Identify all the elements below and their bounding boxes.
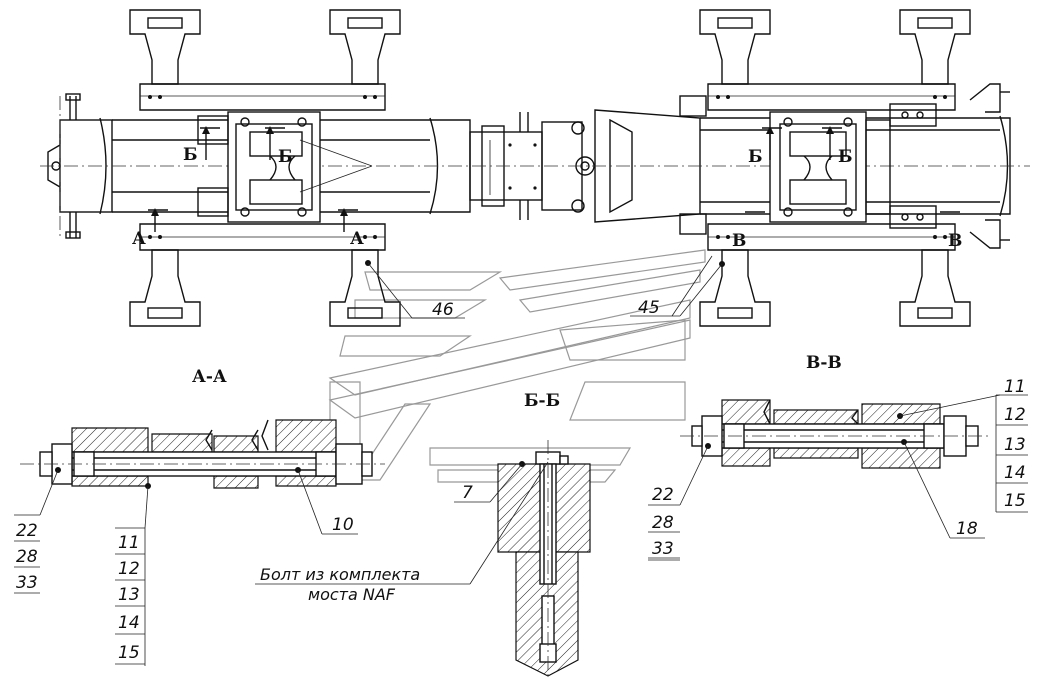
front-axle-assembly — [699, 9, 971, 327]
aa-callout-10: 10 — [332, 515, 354, 535]
marker-a-right: А — [350, 229, 364, 249]
section-aa-callouts: 22 28 33 11 12 13 14 15 10 — [14, 469, 358, 666]
callout-46: 46 — [432, 300, 454, 320]
section-title-bb: Б-Б — [524, 391, 560, 411]
callout-45: 45 — [638, 298, 660, 318]
vv-callout-22: 22 — [652, 485, 674, 505]
aa-callout-33: 33 — [16, 573, 38, 593]
bb-callout-7: 7 — [462, 483, 473, 503]
vv-callout-11: 11 — [1004, 377, 1026, 397]
vv-callout-15: 15 — [1004, 491, 1026, 511]
marker-b-right-2: Б — [838, 147, 853, 167]
note-bolt-line1: Болт из комплекта — [260, 565, 420, 584]
section-bb-bolt-detail — [497, 440, 591, 680]
note-bolt-line2: моста NAF — [308, 585, 396, 604]
section-aa-bolt-detail — [20, 419, 385, 489]
section-title-vv: В-В — [806, 353, 842, 373]
marker-b-right-1: Б — [748, 147, 763, 167]
vv-callout-13: 13 — [1004, 435, 1026, 455]
aa-callout-14: 14 — [118, 613, 140, 633]
vv-callout-33: 33 — [652, 539, 674, 559]
section-title-aa: А-А — [192, 367, 227, 387]
rear-axle-assembly — [129, 9, 401, 327]
aa-callout-22: 22 — [16, 521, 38, 541]
aa-callout-13: 13 — [118, 585, 140, 605]
marker-a-left: А — [132, 229, 146, 249]
aa-callout-12: 12 — [118, 559, 140, 579]
watermark-logo — [328, 249, 706, 483]
marker-b-left-2: Б — [278, 147, 293, 167]
section-vv-callouts: 22 28 33 11 12 13 14 15 18 — [648, 377, 1028, 561]
vv-callout-12: 12 — [1004, 405, 1026, 425]
vv-callout-14: 14 — [1004, 463, 1026, 483]
section-markers: Б Б А А Б Б В В — [132, 126, 962, 251]
marker-b-left-1: Б — [183, 145, 198, 165]
vv-callout-28: 28 — [652, 513, 674, 533]
aa-callout-11: 11 — [118, 533, 140, 553]
aa-callout-28: 28 — [16, 547, 38, 567]
marker-v-right: В — [948, 231, 962, 251]
vv-callout-18: 18 — [956, 519, 978, 539]
marker-v-left: В — [732, 231, 746, 251]
aa-callout-15: 15 — [118, 643, 140, 663]
section-bb-callouts: 7 Болт из комплекта моста NAF — [255, 461, 549, 604]
section-vv-bolt-detail — [680, 399, 990, 469]
plan-callouts: 46 45 — [367, 255, 723, 320]
